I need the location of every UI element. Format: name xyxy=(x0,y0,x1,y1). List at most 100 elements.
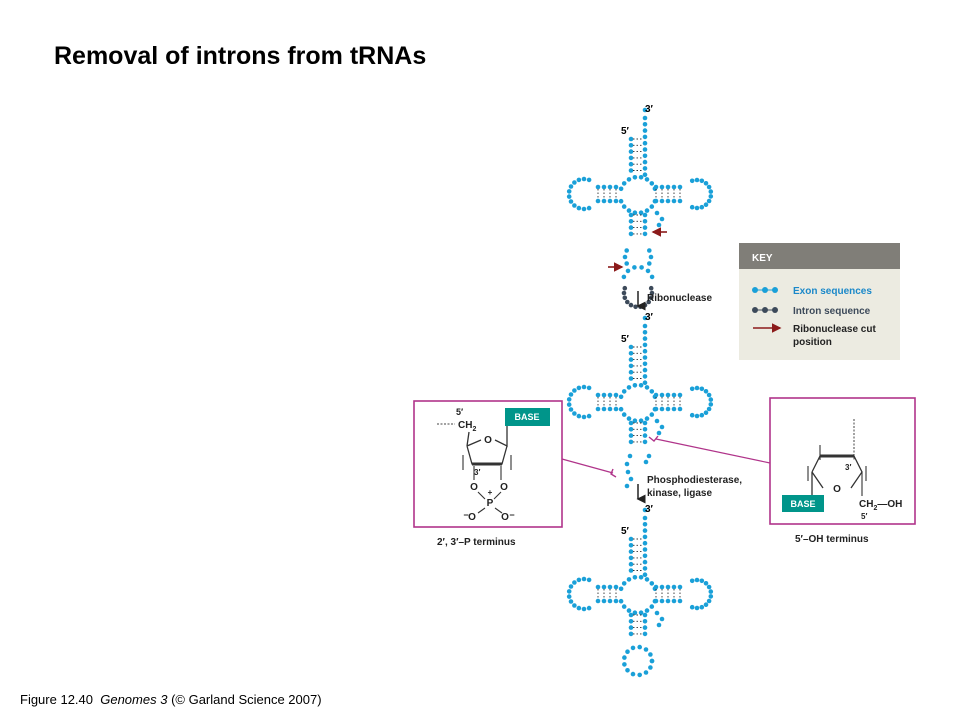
nucleotide xyxy=(699,386,705,392)
trna2-5prime-label: 5′ xyxy=(621,334,630,345)
nucleotide xyxy=(659,406,665,412)
key-exon-label: Exon sequences xyxy=(793,286,872,297)
nucleotide xyxy=(566,189,572,194)
nucleotide xyxy=(628,168,634,173)
nucleotide xyxy=(626,416,632,421)
nucleotide xyxy=(581,384,587,390)
nucleotide xyxy=(613,184,619,190)
right-inset-base-label: BASE xyxy=(790,499,815,509)
nucleotide xyxy=(706,392,712,398)
nucleotide xyxy=(628,136,634,142)
nucleotide xyxy=(628,225,634,230)
left-inset-cyclic-phosphate: 5′ CH2 BASE O 3′ O O + P O O − − 2′, 3′–… xyxy=(413,400,563,548)
trna3-3prime-label: 3′ xyxy=(645,504,654,515)
nucleotide xyxy=(618,598,624,604)
nucleotide xyxy=(566,594,572,599)
nucleotide xyxy=(595,598,601,604)
nucleotide xyxy=(643,459,649,465)
nucleotide xyxy=(595,184,601,190)
nucleotide xyxy=(595,198,601,204)
nucleotide xyxy=(659,584,665,590)
nucleotide xyxy=(628,536,634,542)
nucleotide xyxy=(642,566,648,571)
nucleotide xyxy=(601,184,607,190)
nucleotide xyxy=(642,153,648,159)
nucleotide xyxy=(586,177,592,183)
nucleotide xyxy=(626,577,632,582)
nucleotide xyxy=(642,515,648,521)
nucleotide xyxy=(642,115,648,121)
nucleotide xyxy=(708,402,714,407)
nucleotide xyxy=(656,222,662,228)
nucleotide xyxy=(632,265,637,270)
nucleotide xyxy=(607,392,613,398)
nucleotide xyxy=(628,149,634,154)
left-inset-ch2: CH2 xyxy=(458,420,476,433)
nucleotide xyxy=(572,411,577,416)
nucleotide xyxy=(607,184,613,190)
nucleotide xyxy=(632,210,638,215)
nucleotide xyxy=(618,586,624,592)
nucleotide xyxy=(689,386,695,392)
nucleotide xyxy=(601,392,607,398)
nucleotide xyxy=(642,439,648,445)
nucleotide xyxy=(659,216,665,222)
nucleotide xyxy=(689,178,695,184)
nucleotide xyxy=(566,194,572,199)
nucleotide xyxy=(568,407,574,412)
nucleotide xyxy=(644,177,650,182)
nucleotide xyxy=(671,406,677,412)
nucleotide xyxy=(628,568,634,573)
nucleotide xyxy=(649,290,655,296)
nucleotide xyxy=(642,336,648,341)
nucleotide xyxy=(699,412,705,418)
nucleotide xyxy=(613,406,619,412)
trna-cleaved: 3′ 5′ xyxy=(561,312,771,478)
nucleotide xyxy=(653,584,659,590)
nucleotide xyxy=(628,351,634,356)
nucleotide xyxy=(706,598,712,604)
nucleotide xyxy=(649,658,655,664)
nucleotide xyxy=(628,433,634,438)
nucleotide xyxy=(649,581,655,586)
nucleotide xyxy=(566,397,572,402)
nucleotide xyxy=(646,453,652,459)
nucleotide xyxy=(624,261,629,266)
key-header-bar xyxy=(739,243,900,269)
nucleotide xyxy=(642,553,648,559)
nucleotide xyxy=(694,413,700,419)
nucleotide xyxy=(659,424,665,430)
nucleotide xyxy=(708,189,714,194)
nucleotide xyxy=(621,181,627,186)
nucleotide xyxy=(618,394,624,400)
nucleotide xyxy=(642,534,648,540)
nucleotide xyxy=(665,406,671,412)
step-phosphodiesterase: Phosphodiesterase, kinase, ligase xyxy=(636,475,742,504)
nucleotide xyxy=(671,584,677,590)
nucleotide xyxy=(706,584,712,590)
nucleotide xyxy=(572,180,577,185)
nucleotide xyxy=(638,383,644,388)
nucleotide xyxy=(576,577,582,583)
nucleotide xyxy=(581,414,587,420)
step1-label: Ribonuclease xyxy=(647,293,712,304)
nucleotide xyxy=(586,605,592,611)
nucleotide xyxy=(642,166,648,171)
trna-mature: 3′ 5′ xyxy=(621,504,654,537)
nucleotide xyxy=(654,610,660,616)
nucleotide xyxy=(621,581,627,586)
nucleotide xyxy=(642,172,648,177)
nucleotide xyxy=(646,299,651,305)
left-inset-phosphorus: P xyxy=(487,498,494,509)
nucleotide xyxy=(632,383,638,388)
left-inset-minus-right: − xyxy=(509,510,514,520)
nucleotide xyxy=(665,198,671,204)
caption-figure-number: Figure 12.40 xyxy=(20,692,93,707)
nucleotide xyxy=(581,206,587,212)
nucleotide xyxy=(644,577,650,582)
nucleotide xyxy=(613,598,619,604)
nucleotide xyxy=(665,598,671,604)
nucleotide xyxy=(607,198,613,204)
nucleotide xyxy=(624,483,630,489)
